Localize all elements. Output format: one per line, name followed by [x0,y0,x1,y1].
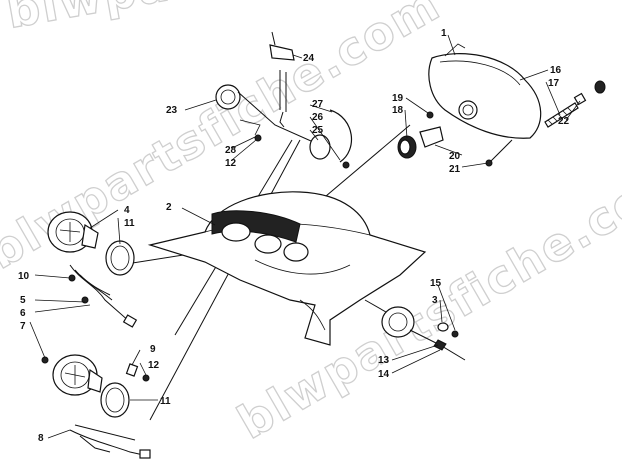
small-parts-9-12 [125,363,150,382]
callout-1: 1 [441,28,447,39]
callout-8: 8 [38,433,44,444]
callout-15: 15 [430,278,442,289]
dash-console [147,191,427,346]
callout-3: 3 [432,295,438,306]
bulb-socket [397,111,444,159]
callout-22: 22 [558,116,570,127]
callout-25: 25 [312,125,324,136]
callout-24: 24 [303,53,315,64]
wire-harness-left [68,264,138,328]
adjust-screw [544,80,606,128]
leader-lines [29,34,581,439]
gauge-ring-25 [309,109,353,169]
callout-11-lower: 11 [160,396,171,407]
callout-28: 28 [225,145,237,156]
callout-26: 26 [312,112,324,123]
callout-23: 23 [166,105,178,116]
callout-21: 21 [449,164,461,175]
callout-labels: 1 2 3 4 5 6 7 8 9 10 11 11 12 12 13 14 1… [18,28,570,444]
callout-7: 7 [20,321,26,332]
callout-6: 6 [20,308,26,319]
callout-19: 19 [392,93,404,104]
gauge-23 [215,31,321,146]
gauge-13 [381,306,466,361]
callout-12-lower: 12 [148,360,160,371]
callout-20: 20 [449,151,461,162]
callout-18: 18 [392,105,404,116]
callout-5: 5 [20,295,26,306]
callout-4: 4 [124,205,130,216]
callout-9: 9 [150,344,156,355]
callout-11-upper: 11 [124,218,135,229]
callout-17: 17 [548,78,560,89]
callout-10: 10 [18,271,30,282]
connector-line [149,139,301,421]
callout-2: 2 [166,202,172,213]
callout-16: 16 [550,65,562,76]
screw-21 [485,139,513,167]
callout-12-upper: 12 [225,158,237,169]
gauge-7 [41,354,130,418]
callout-14: 14 [378,369,390,380]
headlight-assembly [428,43,542,139]
callout-13: 13 [378,355,390,366]
gauge-4 [47,211,135,276]
callout-27: 27 [312,99,324,110]
wire-harness-8 [69,424,151,459]
